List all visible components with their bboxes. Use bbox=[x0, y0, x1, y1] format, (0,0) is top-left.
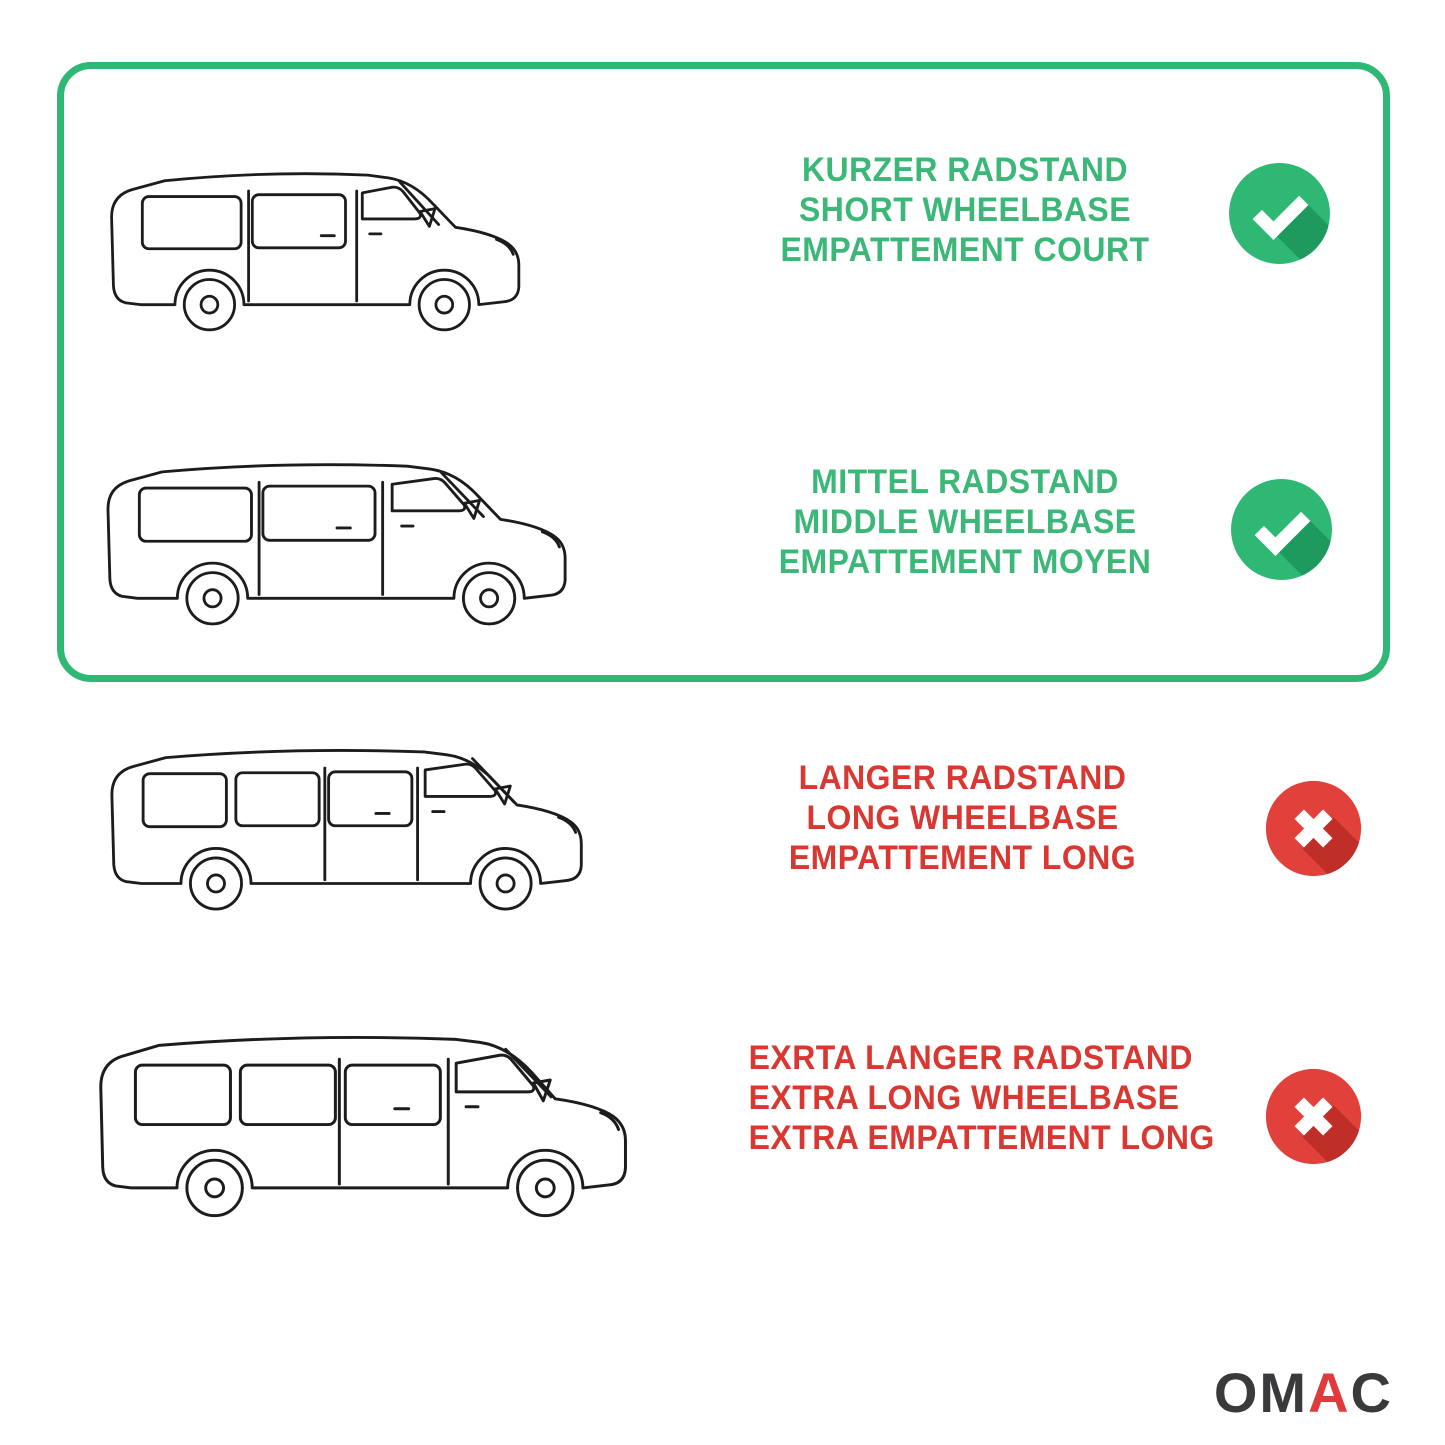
caption-line-de: KURZER RADSTAND bbox=[801, 151, 1129, 189]
van-middle-illustration bbox=[106, 463, 567, 626]
van-long-illustration bbox=[110, 749, 583, 911]
omac-logo-part-a: A bbox=[1308, 1361, 1351, 1424]
caption-line-fr: EXTRA EMPATTEMENT LONG bbox=[748, 1119, 1215, 1157]
check-icon bbox=[1229, 163, 1330, 264]
omac-logo-part-om: OM bbox=[1213, 1361, 1309, 1424]
caption-short-wheelbase: KURZER RADSTAND SHORT WHEELBASE EMPATTEM… bbox=[772, 150, 1157, 270]
van-short bbox=[92, 122, 558, 341]
van-extra-long bbox=[78, 982, 672, 1230]
status-badge-long bbox=[1264, 779, 1363, 878]
caption-line-en: EXTRA LONG WHEELBASE bbox=[748, 1079, 1180, 1117]
status-badge-extra-long bbox=[1264, 1067, 1363, 1166]
van-long bbox=[92, 698, 622, 920]
caption-line-en: MIDDLE WHEELBASE bbox=[793, 503, 1137, 541]
omac-logo-part-c: C bbox=[1350, 1361, 1393, 1424]
omac-logo: OMAC bbox=[1214, 1360, 1393, 1425]
caption-line-de: EXRTA LANGER RADSTAND bbox=[748, 1039, 1193, 1077]
van-middle bbox=[88, 412, 606, 635]
caption-line-fr: EMPATTEMENT MOYEN bbox=[778, 543, 1152, 581]
caption-line-de: MITTEL RADSTAND bbox=[811, 463, 1119, 501]
caption-middle-wheelbase: MITTEL RADSTAND MIDDLE WHEELBASE EMPATTE… bbox=[777, 462, 1153, 582]
status-badge-short bbox=[1227, 161, 1332, 266]
check-icon bbox=[1231, 479, 1332, 580]
caption-line-fr: EMPATTEMENT COURT bbox=[780, 231, 1150, 269]
caption-line-en: LONG WHEELBASE bbox=[806, 799, 1119, 837]
caption-long-wheelbase: LANGER RADSTAND LONG WHEELBASE EMPATTEME… bbox=[777, 758, 1148, 878]
van-short-illustration bbox=[110, 172, 521, 332]
status-badge-middle bbox=[1229, 477, 1334, 582]
caption-line-de: LANGER RADSTAND bbox=[798, 759, 1127, 797]
cross-icon bbox=[1265, 780, 1362, 877]
cross-icon bbox=[1265, 1068, 1362, 1165]
van-extra-long-illustration bbox=[99, 1035, 627, 1218]
caption-extra-long-wheelbase: EXRTA LANGER RADSTAND EXTRA LONG WHEELBA… bbox=[748, 1038, 1215, 1158]
selected-models-frame bbox=[57, 62, 1390, 682]
caption-line-en: SHORT WHEELBASE bbox=[799, 191, 1131, 229]
caption-line-fr: EMPATTEMENT LONG bbox=[788, 839, 1137, 877]
